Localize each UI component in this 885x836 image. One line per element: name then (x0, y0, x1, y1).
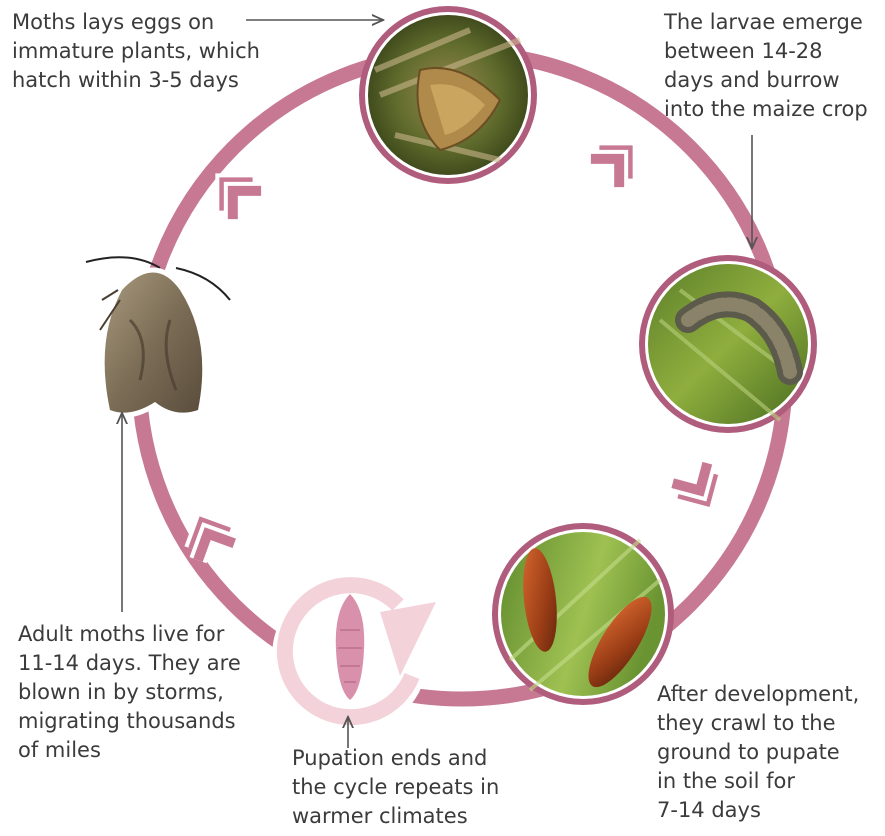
adult-moth-photo (86, 257, 230, 412)
cycle-arrow-bottom-left (184, 514, 234, 560)
caption-eggs: Moths lays eggs on immature plants, whic… (12, 8, 312, 95)
cycle-arrow-top-right (591, 136, 642, 187)
caption-larvae: The larvae emerge between 14-28 days and… (664, 8, 884, 124)
moth-on-maize-photo (362, 9, 534, 181)
caterpillar-photo (642, 258, 814, 430)
caption-pupa: After development, they crawl to the gro… (657, 680, 882, 825)
caption-adult: Adult moths live for 11-14 days. They ar… (18, 620, 288, 765)
caption-pupation: Pupation ends and the cycle repeats in w… (292, 744, 542, 831)
pupa-cycle-icon (272, 578, 436, 734)
cycle-arrow-top-left (210, 168, 261, 219)
pupae-photo (495, 526, 671, 702)
cycle-arrow-right (673, 463, 724, 511)
